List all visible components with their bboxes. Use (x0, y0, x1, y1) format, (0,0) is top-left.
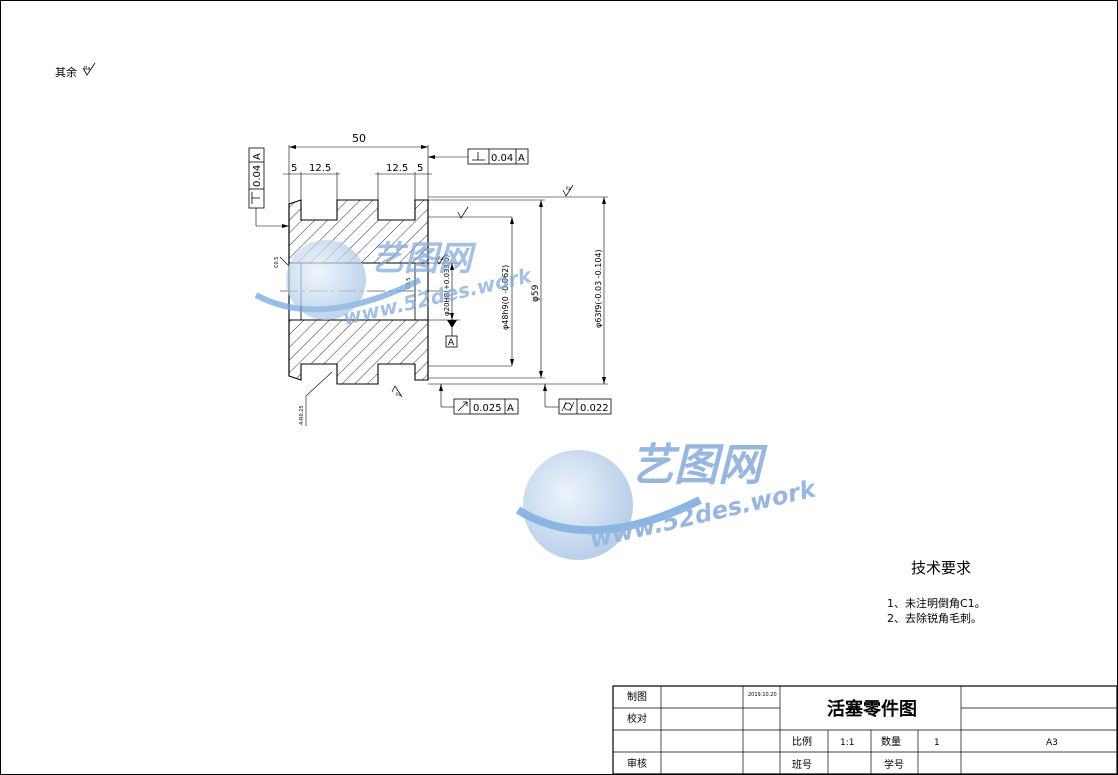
dim-hub-dia: φ48h9(0 -0.062) (501, 265, 510, 330)
dimension-arrows (289, 145, 606, 384)
perp-top-datum: A (518, 153, 525, 164)
tb-scale-value: 1:1 (840, 738, 854, 748)
ra-bottom: Ra (396, 392, 402, 397)
roughness-icon (82, 62, 96, 76)
perpendicular-icon (251, 192, 260, 204)
roughness-icon (391, 385, 403, 398)
tech-req-item: 2、去除锐角毛刺。 (887, 611, 982, 625)
ra-bore: Ra (438, 256, 444, 261)
tb-review-label: 审核 (627, 757, 647, 770)
tb-check-label: 校对 (627, 712, 647, 725)
surface-note: 其余 Ra (55, 62, 96, 79)
cylindricity-value: 0.022 (580, 403, 609, 414)
datum-label: A (448, 338, 455, 348)
tolerance-perp-top: 0.04 A (428, 148, 529, 165)
dim-length: 50 (352, 132, 366, 145)
dim-right-groove: 12.5 (386, 163, 408, 174)
roughness-icon (435, 252, 447, 265)
dimensions (279, 145, 608, 426)
watermark-brand: 艺图网 (630, 440, 768, 491)
tb-size: A3 (1046, 738, 1058, 748)
datum-a: A (445, 320, 458, 348)
dim-groove-radius: 4-R0.25 (299, 405, 305, 425)
runout-icon (457, 401, 468, 412)
tb-title: 活塞零件图 (827, 698, 917, 720)
cylindricity-icon (564, 402, 572, 411)
tb-qty-value: 1 (934, 738, 940, 748)
perp-left-value: 0.04 (252, 165, 263, 187)
tech-req-title: 技术要求 (911, 559, 971, 577)
roughness-symbols (391, 184, 574, 398)
title-block-texts: 制图 校对 审核 2019.10.20 活塞零件图 比例 1:1 数量 1 A3… (627, 690, 1058, 771)
perpendicular-icon (472, 152, 485, 161)
roughness-icon (457, 206, 469, 219)
dim-left-groove: 12.5 (309, 163, 331, 174)
dim-right-edge: 5 (417, 163, 423, 174)
dim-chamfer-left: C0.5 (274, 257, 280, 268)
tb-date: 2019.10.20 (748, 692, 777, 698)
perp-top-value: 0.04 (491, 153, 513, 164)
dim-left-edge: 5 (291, 163, 297, 174)
tb-qty-label: 数量 (881, 735, 901, 748)
tb-scale-label: 比例 (792, 735, 812, 748)
title-block (612, 685, 1118, 775)
dim-outer-dia: φ63f9(-0.03 -0.104) (594, 249, 603, 328)
dimension-texts: 50 5 12.5 12.5 5 φ48h9(0 -0.062) φ59 φ63… (274, 132, 603, 425)
runout-datum: A (507, 403, 514, 414)
tb-class-label: 班号 (792, 759, 812, 771)
surface-note-ra: Ra (84, 66, 90, 72)
watermark-brand: 艺图网 (370, 239, 477, 279)
roughness-icon (562, 184, 574, 197)
tolerance-cylindricity: 0.022 (543, 384, 612, 415)
dim-59: φ59 (531, 284, 541, 302)
tech-requirements: 技术要求 1、未注明倒角C1。 2、去除锐角毛刺。 (887, 559, 986, 625)
tb-drawn-label: 制图 (627, 690, 647, 703)
tb-student-label: 学号 (884, 758, 904, 771)
tolerance-runout: 0.025 A (439, 384, 519, 415)
runout-value: 0.025 (473, 403, 502, 414)
tech-req-item: 1、未注明倒角C1。 (887, 596, 986, 610)
perp-left-datum: A (252, 153, 263, 160)
dim-bore: φ20H8(+0.033 0) (443, 254, 451, 316)
watermark-large: 艺图网 www.52des.work (515, 440, 820, 560)
tolerance-perp-left: 0.04 A (248, 147, 289, 228)
globe-icon (286, 240, 366, 320)
ra-top: Ra (566, 186, 572, 191)
surface-note-label: 其余 (55, 65, 77, 79)
